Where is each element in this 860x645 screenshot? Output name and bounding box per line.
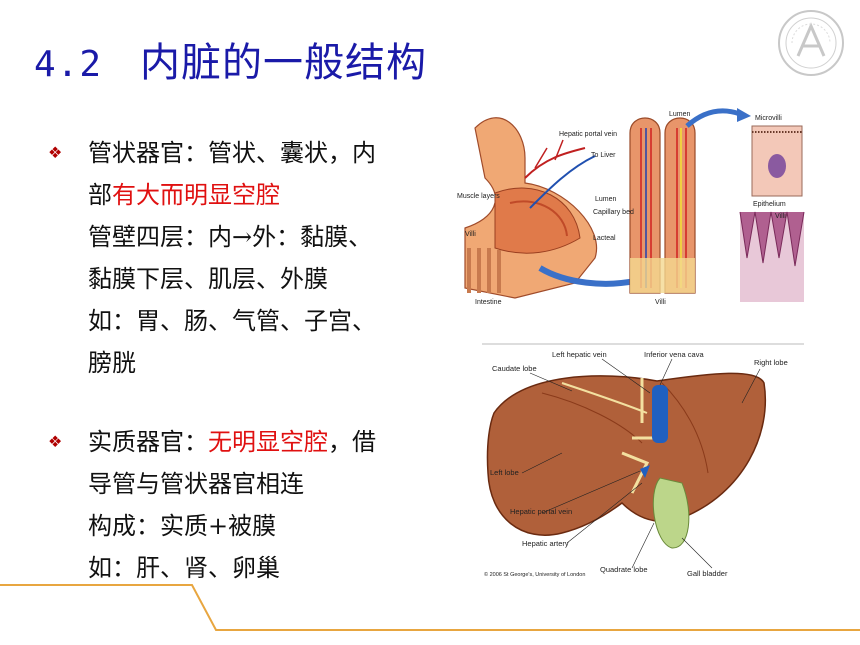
label-inferior-vena-cava: Inferior vena cava xyxy=(644,350,704,359)
solid-organ-line1-suffix: ，借 xyxy=(328,428,376,456)
label-villi-small: Villi xyxy=(775,213,786,220)
diamond-bullet-icon: ❖ xyxy=(48,143,63,162)
solid-organ-line2: 导管与管状器官相连 xyxy=(88,470,304,498)
tubular-organ-line2-prefix: 部 xyxy=(88,181,112,209)
label-lumen-mid: Lumen xyxy=(595,196,617,203)
section-title: 内脏的一般结构 xyxy=(140,40,428,86)
solid-organ-line4: 如：肝、肾、卵巢 xyxy=(88,554,280,582)
label-microvilli: Microvilli xyxy=(755,115,782,122)
tubular-organ-line2: 部有大而明显空腔 xyxy=(88,175,280,210)
label-villi-bottom: Villi xyxy=(655,299,666,306)
label-quadrate-lobe: Quadrate lobe xyxy=(600,565,648,574)
label-left-lobe: Left lobe xyxy=(490,468,519,477)
solid-organ-line3: 构成：实质+被膜 xyxy=(88,512,277,540)
label-hepatic-portal-vein: Hepatic portal vein xyxy=(510,507,572,516)
tubular-organ-line3: 管壁四层：内→外：黏膜、 xyxy=(88,223,373,251)
label-gall-bladder: Gall bladder xyxy=(687,569,728,578)
label-lumen-top: Lumen xyxy=(669,111,691,118)
liver-figure: Left hepatic vein Inferior vena cava Rig… xyxy=(482,343,804,579)
solid-organ-line1: 实质器官：无明显空腔，借 xyxy=(88,422,376,457)
intestine-villi-figure: Hepatic portal vein To Liver Muscle laye… xyxy=(455,108,808,308)
footer-decoration xyxy=(0,584,860,631)
solid-organ-highlight: 无明显空腔 xyxy=(208,428,328,456)
tubular-organ-line6: 膀胱 xyxy=(88,349,136,377)
label-lacteal: Lacteal xyxy=(593,235,616,242)
label-caudate-lobe: Caudate lobe xyxy=(492,364,537,373)
label-to-liver: To Liver xyxy=(591,152,616,159)
tubular-organ-line1: 管状器官：管状、囊状，内 xyxy=(88,139,376,167)
tubular-organ-line4: 黏膜下层、肌层、外膜 xyxy=(88,265,328,293)
label-villi-left: Villi xyxy=(465,231,476,238)
figure-copyright: © 2006 St George's, University of London xyxy=(484,571,585,578)
slide-title: 4.2 内脏的一般结构 xyxy=(34,30,427,88)
label-intestine: Intestine xyxy=(475,299,502,306)
label-hepatic-portal-vein: Hepatic portal vein xyxy=(559,131,617,138)
diamond-bullet-icon: ❖ xyxy=(48,432,63,451)
section-number: 4.2 xyxy=(34,44,103,85)
university-seal-icon xyxy=(778,10,844,76)
label-right-lobe: Right lobe xyxy=(754,358,788,367)
label-muscle-layers: Muscle layers xyxy=(457,193,500,200)
label-epithelium: Epithelium xyxy=(753,201,786,208)
solid-organ-line1-prefix: 实质器官： xyxy=(88,428,208,456)
label-hepatic-artery: Hepatic artery xyxy=(522,539,569,548)
tubular-organ-line5: 如：胃、肠、气管、子宫、 xyxy=(88,307,376,335)
label-left-hepatic-vein: Left hepatic vein xyxy=(552,350,607,359)
tubular-organ-highlight: 有大而明显空腔 xyxy=(112,181,280,209)
label-capillary-bed: Capillary bed xyxy=(593,209,634,216)
